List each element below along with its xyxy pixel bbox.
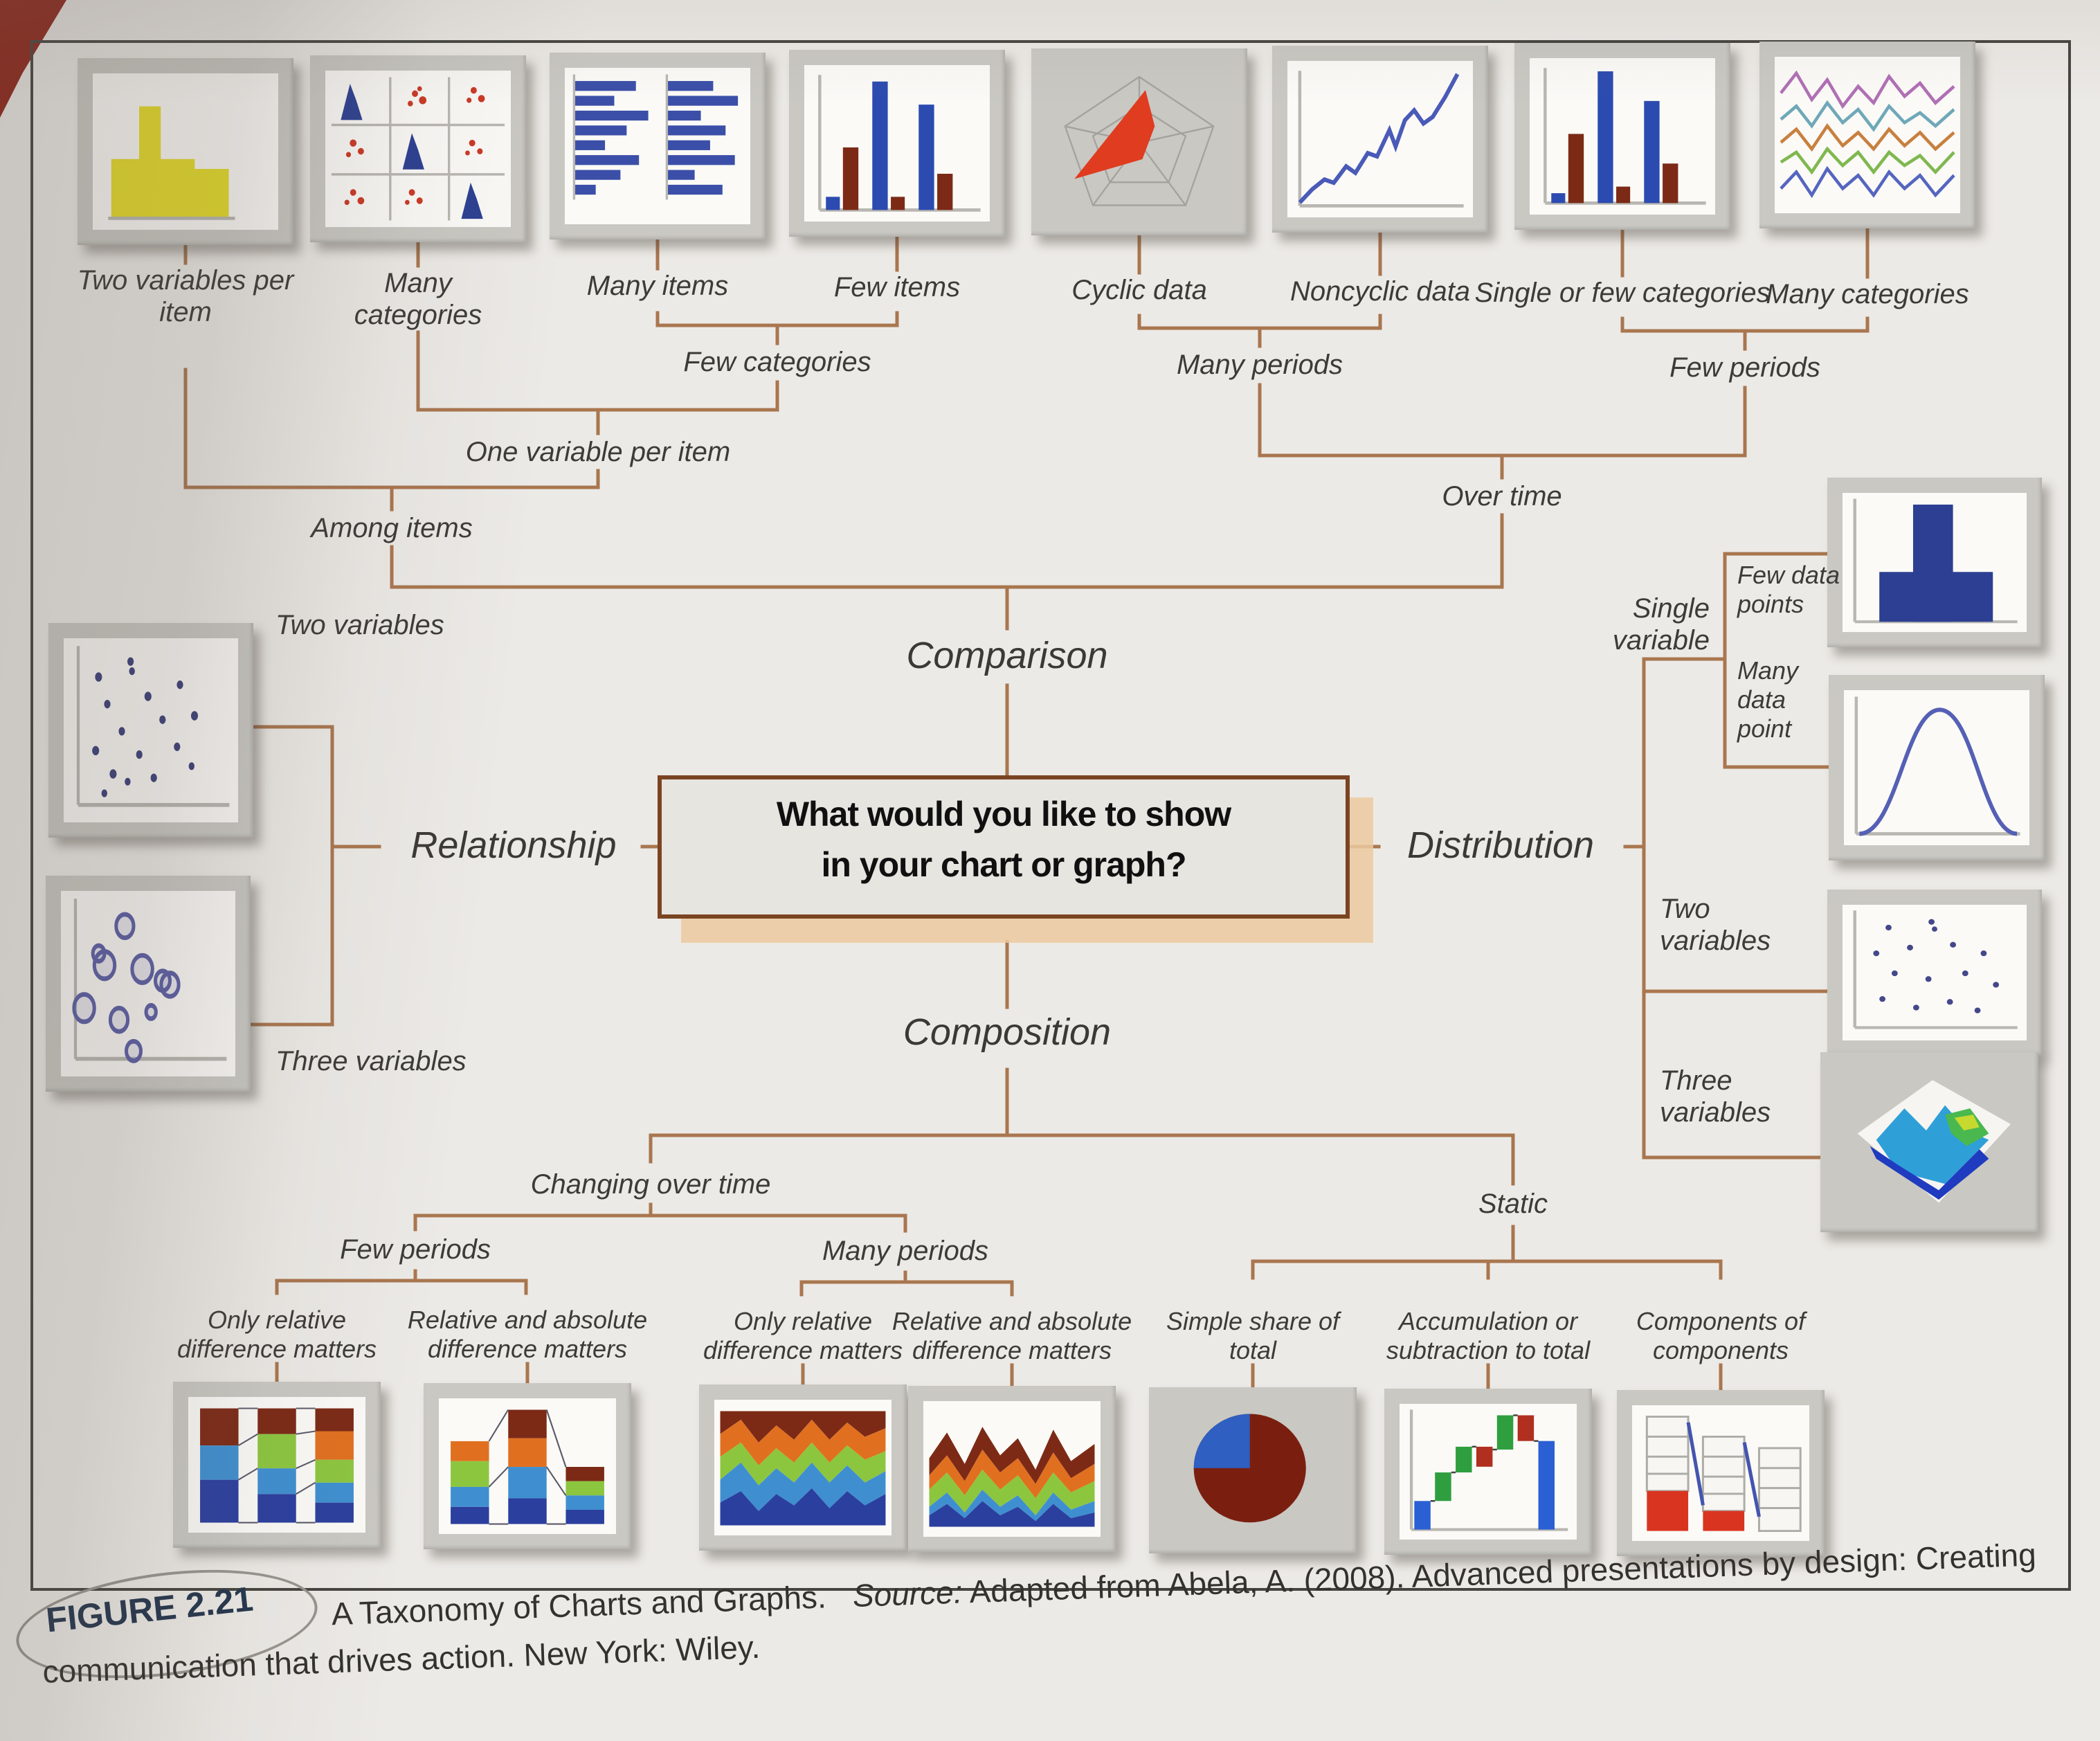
variable-width-column-chart-icon: [78, 58, 293, 245]
label-relative-absolute-few: Relative and absolute difference matters: [407, 1306, 648, 1363]
label-few-items: Few items: [833, 272, 961, 303]
label-rel-three-variables: Three variables: [275, 1046, 467, 1076]
label-single-or-few-categories: Single or few categories: [1474, 278, 1771, 308]
histogram-icon: [1827, 478, 2042, 647]
label-only-relative-many: Only relative difference matters: [703, 1307, 903, 1364]
branch-comparison: Comparison: [906, 635, 1108, 676]
stacked-column-chart-icon: [424, 1383, 631, 1549]
label-comp-few-periods: Few periods: [340, 1234, 491, 1265]
label-many-data-point: Many data point: [1737, 656, 1799, 743]
pie-chart-icon: [1149, 1387, 1357, 1553]
label-many-periods: Many periods: [1176, 350, 1343, 380]
label-components: Components of components: [1636, 1307, 1806, 1364]
branch-distribution: Distribution: [1406, 824, 1595, 866]
label-one-variable-per-item: One variable per item: [465, 437, 731, 467]
stacked-100-area-chart-icon: [699, 1384, 907, 1551]
multi-line-chart-icon: [1759, 42, 1975, 228]
label-few-data-points: Few data points: [1737, 561, 1840, 618]
label-few-categories: Few categories: [683, 347, 871, 377]
question-box: What would you like to show in your char…: [658, 775, 1350, 919]
figure-border: [30, 40, 2071, 1591]
column-chart-few-items-icon: [789, 50, 1005, 237]
label-single-variable: Single variable: [1612, 593, 1710, 656]
bell-curve-icon: [1829, 675, 2045, 860]
label-cyclic-data: Cyclic data: [1071, 275, 1207, 305]
label-noncyclic-data: Noncyclic data: [1289, 276, 1471, 307]
scatter-plot-small-icon: [1827, 890, 2042, 1056]
label-rel-two-variables: Two variables: [275, 610, 444, 640]
label-comp-many-periods: Many periods: [822, 1236, 989, 1266]
surface-chart-icon: [1820, 1052, 2038, 1232]
bubble-chart-icon: [46, 876, 251, 1092]
line-chart-icon: [1272, 46, 1488, 233]
column-chart-single-few-icon: [1514, 43, 1730, 230]
label-dist-two-variables: Two variables: [1660, 894, 1771, 957]
label-only-relative-few: Only relative difference matters: [176, 1306, 377, 1363]
label-changing-over-time: Changing over time: [530, 1169, 771, 1200]
subcomponents-chart-icon: [1617, 1390, 1825, 1556]
horizontal-bar-charts-icon: [550, 53, 766, 240]
stacked-area-chart-icon: [908, 1386, 1116, 1552]
scatter-plot-icon: [48, 623, 253, 838]
label-many-categories-lines: Many categories: [1766, 279, 1969, 309]
label-many-categories-matrix: Many categories: [354, 268, 482, 331]
question-line-2: in your chart or graph?: [821, 845, 1186, 884]
label-relative-absolute-many: Relative and absolute difference matters: [891, 1307, 1132, 1364]
label-two-variables-per-item: Two variables per item: [77, 265, 294, 328]
question-line-1: What would you like to show: [776, 795, 1231, 833]
branch-relationship: Relationship: [410, 824, 617, 866]
caption-source-label: Source:: [852, 1573, 963, 1614]
label-static: Static: [1478, 1189, 1548, 1219]
waterfall-chart-icon: [1384, 1389, 1592, 1555]
scatter-matrix-icon: [310, 55, 526, 242]
label-few-periods: Few periods: [1669, 352, 1820, 383]
branch-composition: Composition: [903, 1011, 1112, 1053]
label-dist-three-variables: Three variables: [1660, 1065, 1771, 1128]
label-many-items: Many items: [586, 271, 729, 301]
label-over-time: Over time: [1442, 481, 1562, 512]
radar-chart-icon: [1031, 48, 1247, 235]
label-simple-share: Simple share of total: [1166, 1307, 1340, 1364]
label-among-items: Among items: [311, 513, 473, 543]
label-accumulation: Accumulation or subtraction to total: [1386, 1307, 1591, 1364]
stacked-100-bar-chart-icon: [173, 1382, 381, 1548]
